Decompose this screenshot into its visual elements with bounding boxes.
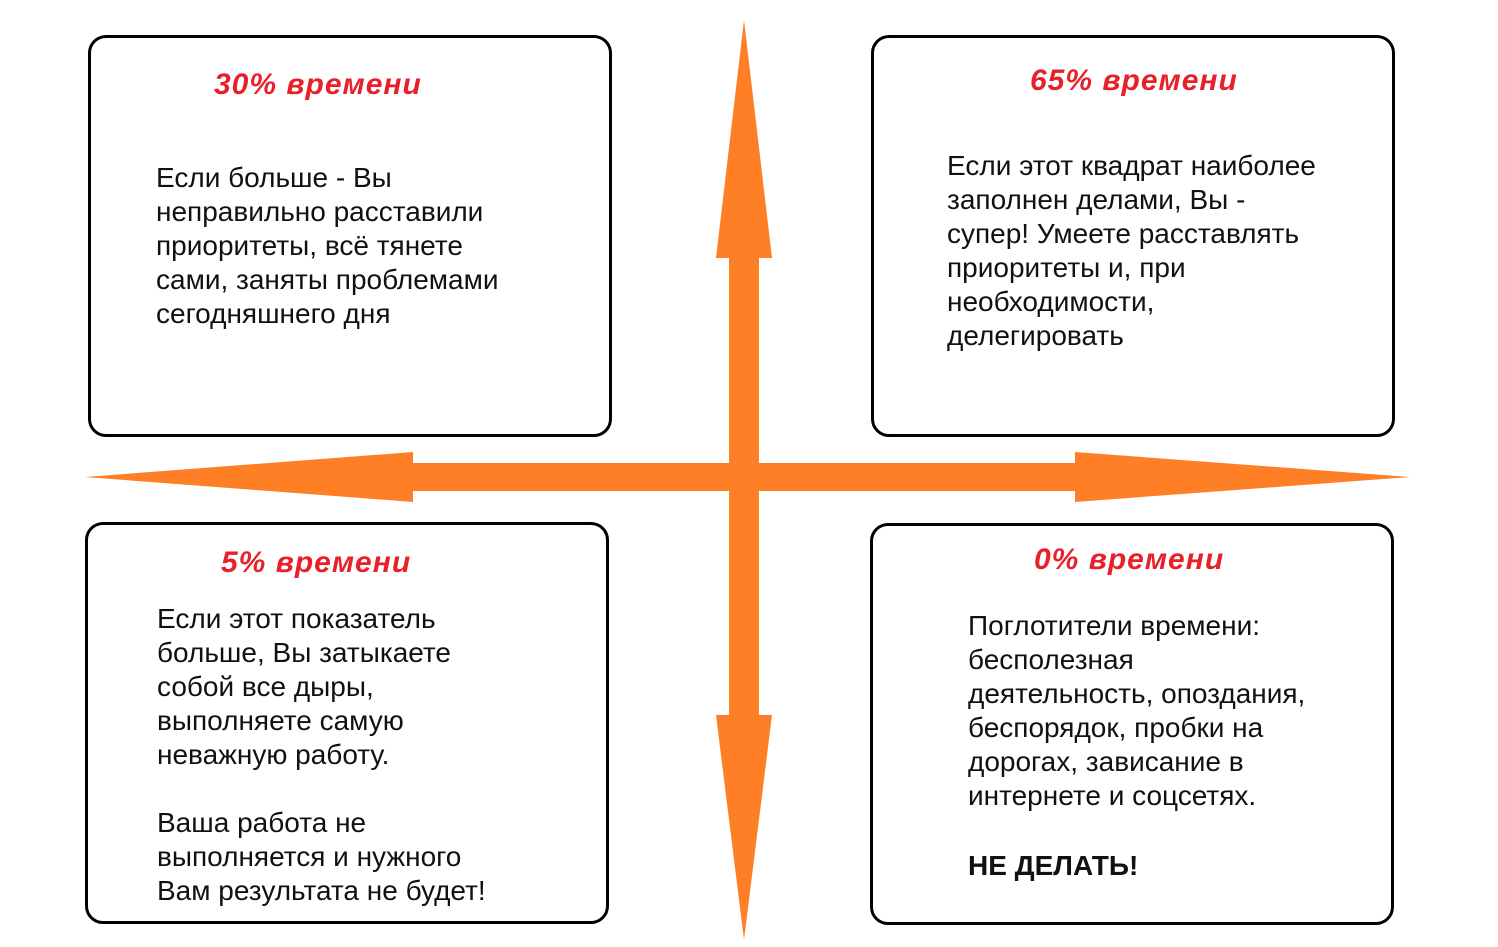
arrow-left-head <box>85 452 413 502</box>
arrow-right-head <box>1075 452 1410 502</box>
quadrant-bottom-right-emphasis: НЕ ДЕЛАТЬ! <box>968 850 1139 881</box>
quadrant-bottom-right <box>870 523 1394 925</box>
quadrant-bottom-right-title: 0% времени <box>1034 543 1225 576</box>
quadrant-top-right-text: Если этот квадрат наиболее заполнен дела… <box>947 150 1316 351</box>
arrow-down-head <box>716 715 772 940</box>
quadrant-bottom-left-title: 5% времени <box>221 546 412 579</box>
quadrant-bottom-right-text: Поглотители времени: бесполезная деятель… <box>968 610 1306 811</box>
quadrant-top-right <box>871 35 1395 437</box>
quadrant-top-left <box>88 35 612 437</box>
quadrant-top-left-text: Если больше - Вы неправильно расставили … <box>156 162 499 329</box>
arrow-up-head <box>716 20 772 258</box>
quadrant-top-right-title: 65% времени <box>1030 64 1238 97</box>
quadrant-bottom-left <box>85 522 609 924</box>
quadrant-top-left-title: 30% времени <box>214 68 422 101</box>
horizontal-axis-shaft <box>405 463 1085 491</box>
quadrant-bottom-left-text: Если этот показатель больше, Вы затыкает… <box>157 603 486 906</box>
